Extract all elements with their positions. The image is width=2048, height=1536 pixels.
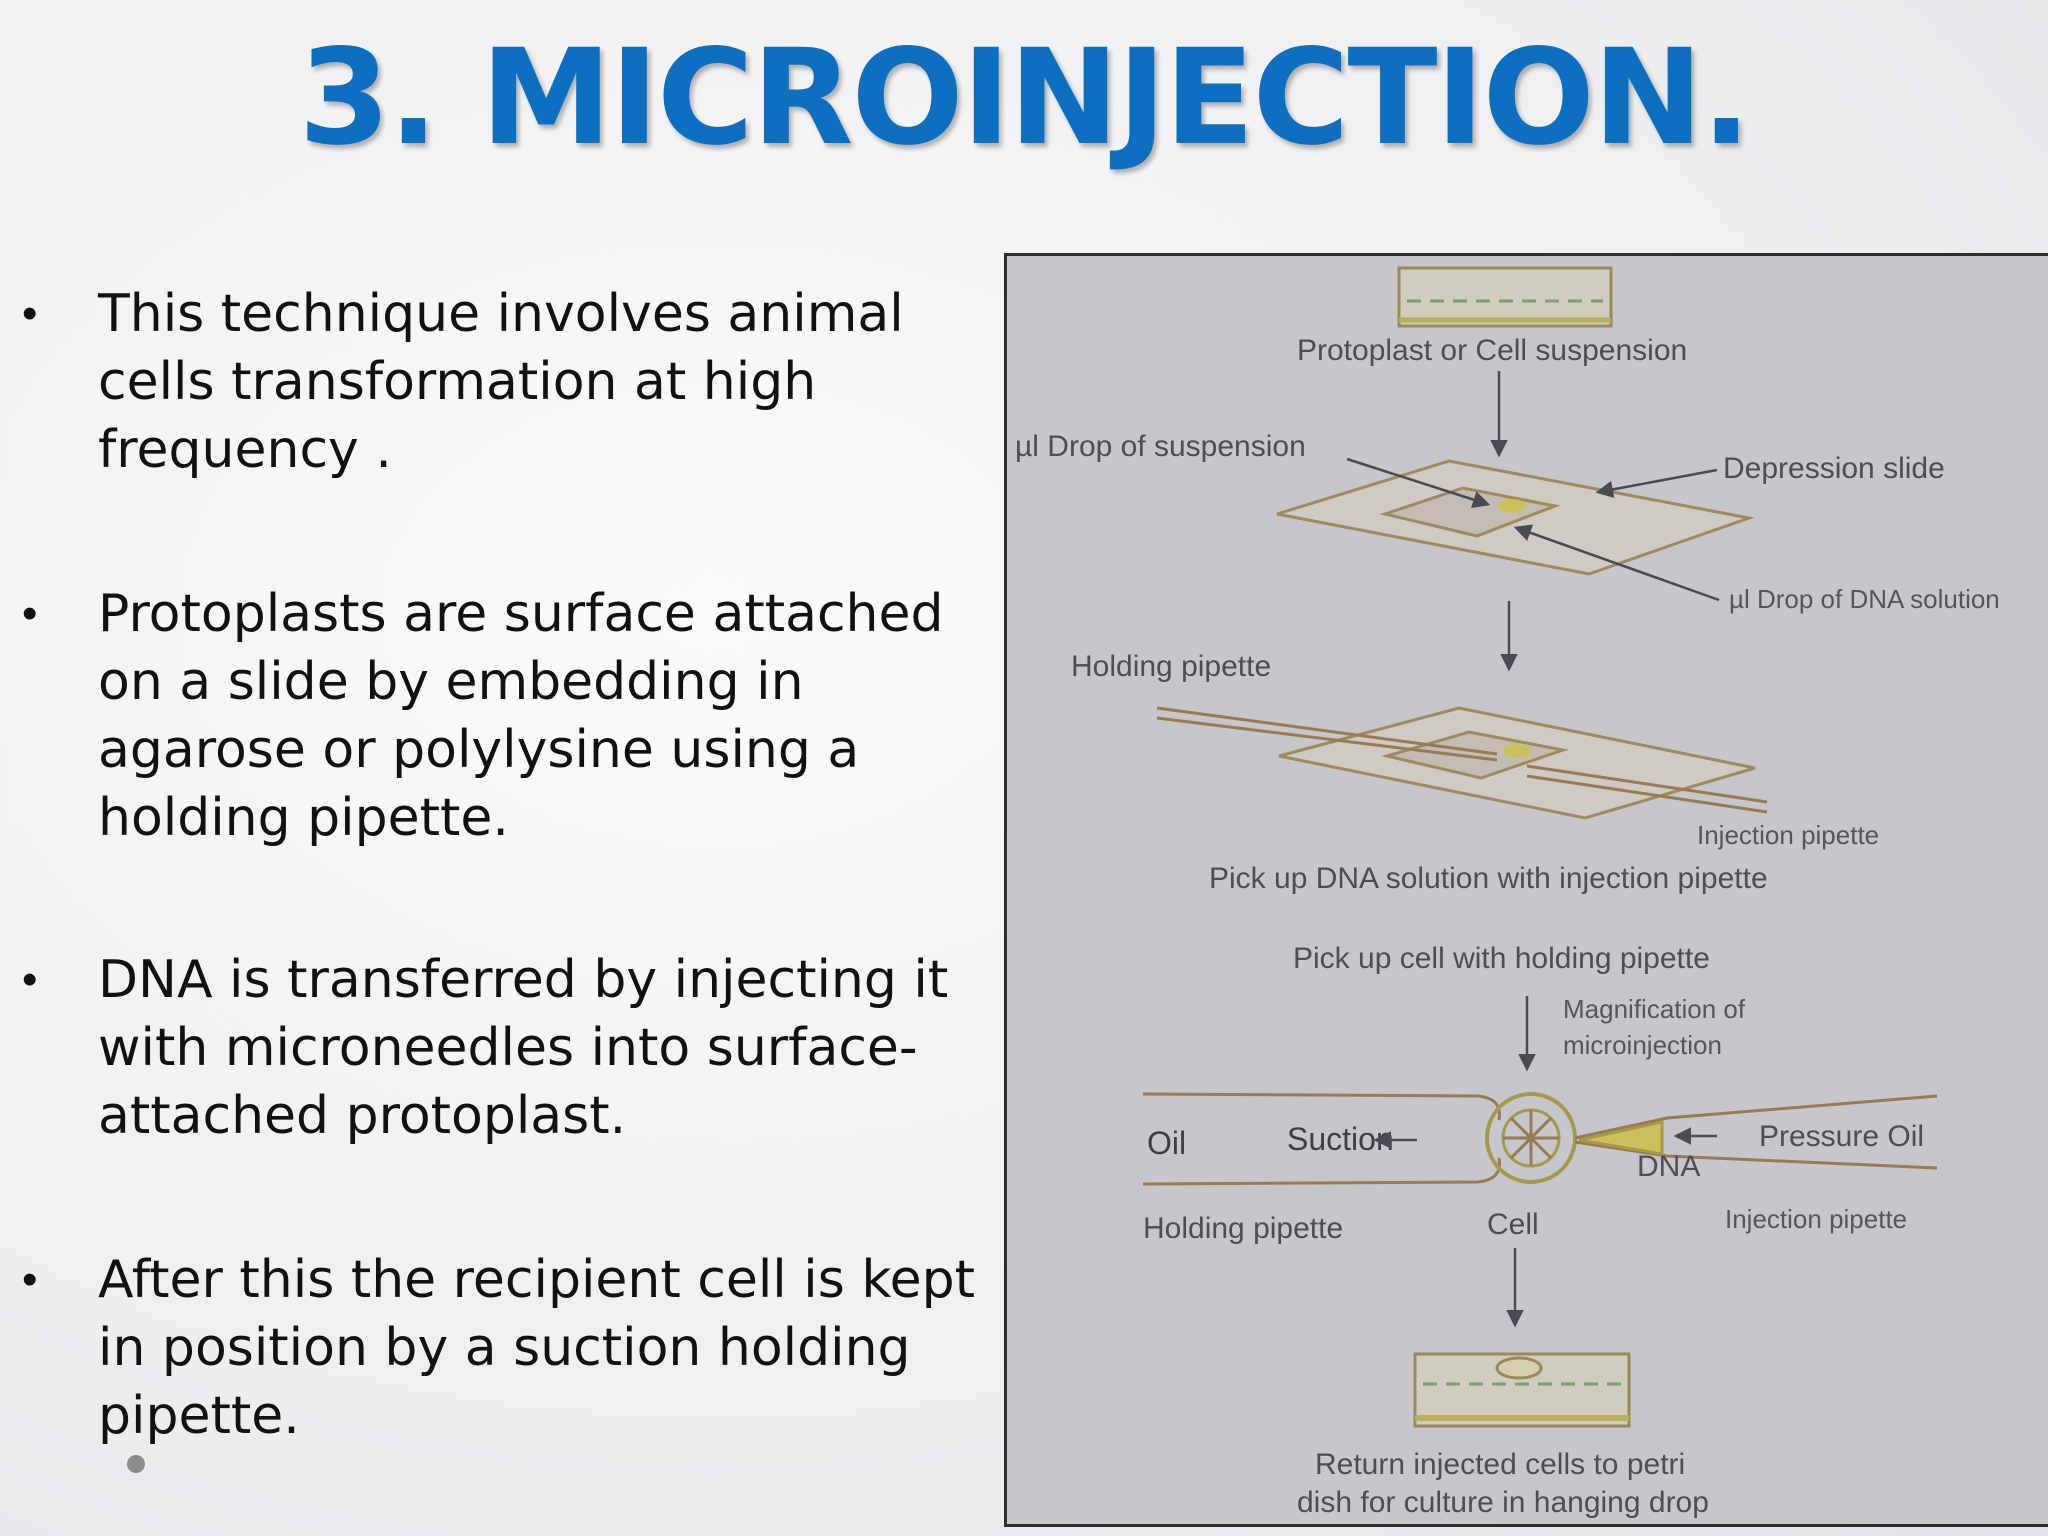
- label-depression-slide: Depression slide: [1723, 452, 1945, 485]
- bullet-glyph: •: [22, 289, 38, 338]
- label-return-2: dish for culture in hanging drop: [1297, 1486, 1709, 1519]
- label-pick-dna: Pick up DNA solution with injection pipe…: [1209, 862, 1768, 895]
- label-holding-pipette-bottom: Holding pipette: [1143, 1212, 1343, 1245]
- label-injection-pipette-top: Injection pipette: [1697, 820, 1879, 850]
- label-pick-cell: Pick up cell with holding pipette: [1293, 942, 1710, 975]
- bullet-text: DNA is transferred by injecting it with …: [98, 950, 949, 1146]
- label-pressure-oil: Pressure Oil: [1759, 1120, 1924, 1153]
- label-magnification-2: microinjection: [1563, 1030, 1722, 1060]
- arrow-drop-suspension: [1346, 457, 1491, 509]
- label-drop-dna: µl Drop of DNA solution: [1729, 584, 2000, 614]
- label-magnification-1: Magnification of: [1563, 994, 1746, 1024]
- petri-dish-top: [1397, 266, 1613, 328]
- figure-diagram: Protoplast or Cell suspension µl Drop of…: [1015, 266, 2000, 1519]
- slide-with-pipettes: [1156, 706, 1768, 820]
- bullet-glyph: •: [22, 1255, 38, 1304]
- label-holding-pipette-top: Holding pipette: [1071, 650, 1271, 683]
- label-cell-suspension: Protoplast or Cell suspension: [1297, 334, 1687, 367]
- label-cell: Cell: [1487, 1208, 1539, 1241]
- magnified-microinjection: [1142, 1092, 1938, 1186]
- arrow-depression-slide: [1595, 468, 1718, 499]
- bullet-glyph: •: [22, 589, 38, 638]
- microinjection-figure: Protoplast or Cell suspension µl Drop of…: [1004, 253, 2048, 1527]
- petri-dish-bottom: [1413, 1352, 1631, 1428]
- bullet-text: This technique involves animal cells tra…: [98, 284, 904, 480]
- empty-bullet-dot: [127, 1455, 145, 1473]
- label-oil: Oil: [1147, 1125, 1186, 1161]
- arrow-drop-dna: [1513, 524, 1720, 602]
- bullet-text: Protoplasts are surface attached on a sl…: [98, 584, 944, 848]
- label-return-1: Return injected cells to petri: [1315, 1448, 1685, 1481]
- bullet-glyph: •: [22, 955, 38, 1004]
- slide-title: 3. MICROINJECTION.: [298, 21, 1752, 175]
- label-injection-pipette-bottom: Injection pipette: [1725, 1204, 1907, 1234]
- bullet-text: After this the recipient cell is kept in…: [98, 1250, 975, 1446]
- label-drop-suspension: µl Drop of suspension: [1015, 430, 1306, 463]
- label-dna: DNA: [1637, 1150, 1700, 1183]
- depression-slide: [1276, 459, 1755, 576]
